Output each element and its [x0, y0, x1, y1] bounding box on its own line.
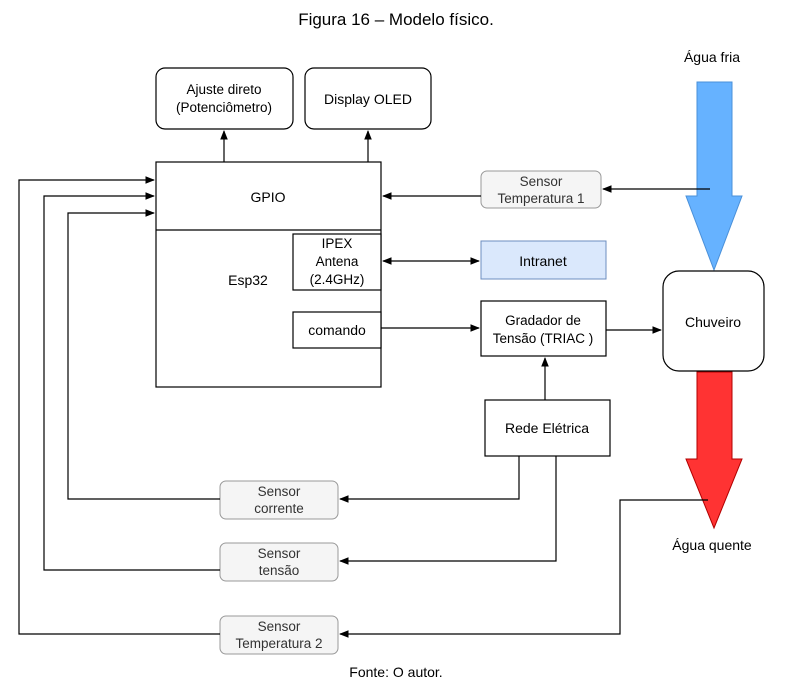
sensor-tensao-box — [219, 542, 339, 582]
sensor-temp2-line2: Temperatura 2 — [235, 636, 322, 651]
connector-sensor-temp2-to-gpio — [18, 176, 220, 635]
sensor-tensao-line2: tensão — [259, 563, 300, 578]
gradador-line1: Gradador de — [505, 313, 581, 328]
connector-rede-to-sensor-tensao — [339, 456, 557, 565]
display-oled-label: Display OLED — [324, 91, 412, 107]
comando-box — [292, 311, 382, 349]
figure-source: Fonte: O autor. — [349, 664, 443, 680]
ipex-antenna-box — [292, 233, 382, 291]
sensor-temperatura-2-box — [219, 615, 339, 655]
agua-fria-label: Água fria — [684, 49, 740, 65]
sensor-tensao-line1: Sensor — [258, 546, 301, 561]
connector-sensor-corrente-to-gpio — [67, 209, 220, 500]
chuveiro-box — [662, 270, 765, 372]
cold-water-arrow — [685, 81, 743, 272]
sensor-temp1-line2: Temperatura 1 — [497, 191, 584, 206]
sensor-temp2-line1: Sensor — [258, 619, 301, 634]
connector-hot-to-sensor-temp2 — [339, 499, 708, 638]
connector-rede-to-sensor-corrente — [339, 456, 520, 503]
esp32-label: Esp32 — [228, 272, 268, 288]
sensor-temp1-line1: Sensor — [520, 174, 563, 189]
intranet-label: Intranet — [519, 253, 567, 269]
gpio-label: GPIO — [250, 189, 285, 205]
sensor-corrente-line2: corrente — [254, 501, 304, 516]
sensor-corrente-box — [219, 480, 339, 520]
sensor-temperatura-1-box — [480, 170, 602, 209]
gradador-line2: Tensão (TRIAC ) — [493, 331, 594, 346]
rede-eletrica-label: Rede Elétrica — [505, 420, 589, 436]
intranet-box — [480, 240, 607, 280]
rede-eletrica-box — [484, 399, 611, 457]
ajuste-line2: (Potenciômetro) — [176, 100, 272, 115]
connector-sensor-tensao-to-gpio — [43, 192, 220, 571]
chuveiro-label: Chuveiro — [685, 314, 741, 330]
ipex-line1: IPEX — [322, 236, 353, 251]
sensor-corrente-line1: Sensor — [258, 484, 301, 499]
agua-quente-label: Água quente — [672, 537, 752, 553]
figure-title: Figura 16 – Modelo físico. — [298, 10, 494, 29]
ajuste-line1: Ajuste direto — [186, 82, 261, 97]
display-oled-box — [304, 67, 432, 130]
ipex-line3: (2.4GHz) — [310, 272, 365, 287]
ipex-line2: Antena — [316, 254, 359, 269]
hot-water-arrow — [685, 371, 743, 530]
gradador-box — [480, 300, 607, 357]
comando-label: comando — [308, 322, 366, 338]
ajuste-direto-box — [155, 67, 294, 130]
